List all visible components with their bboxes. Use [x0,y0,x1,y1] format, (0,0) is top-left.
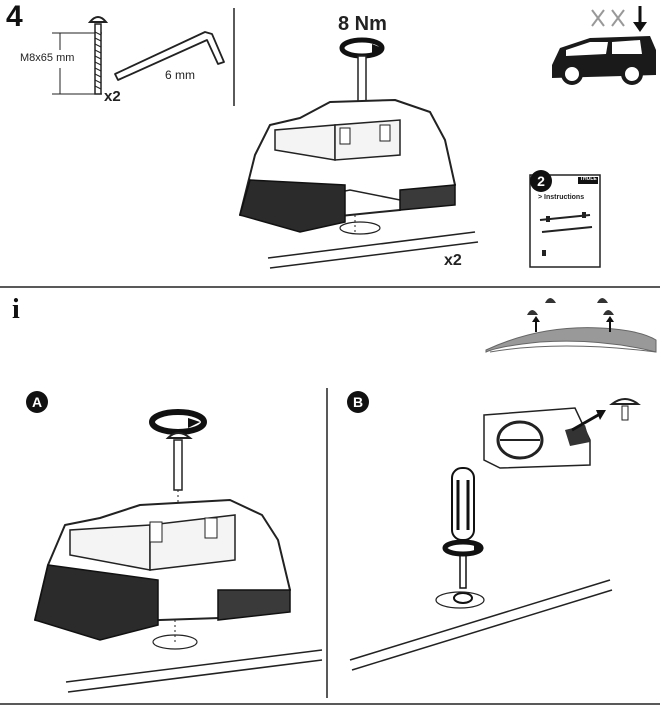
info-icon: i [12,294,20,325]
step-number: 4 [6,0,23,33]
booklet-number-badge: 2 [530,170,552,192]
wrench-size-label: 6 mm [165,68,195,82]
booklet-title: > Instructions [538,194,585,201]
foot-quantity: x2 [444,252,462,269]
torque-label: 8 Nm [338,13,387,35]
option-b-badge: B [347,391,369,413]
bolt-quantity: x2 [104,88,121,105]
booklet-brand: THULE [580,176,597,182]
bolt-size-label: M8x65 mm [20,52,75,64]
option-a-badge: A [26,391,48,413]
